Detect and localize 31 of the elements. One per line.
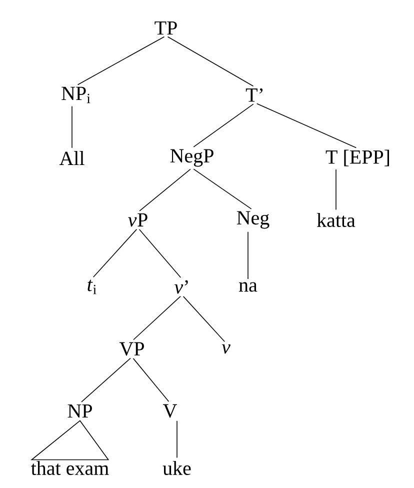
branch-line [167,36,254,87]
branch-line [81,358,131,402]
tree-label: NP [68,404,92,418]
branch-line [256,103,357,148]
branch-line [193,104,254,148]
branch-line [77,36,165,86]
tree-label: that exam [31,460,109,476]
tree-label: na [239,282,258,292]
tree-label: katta [316,212,356,228]
branch-line [132,358,170,402]
branch-line [176,420,178,458]
branch-line [138,228,182,278]
branch-line [193,168,252,210]
tree-label: uke [162,460,191,476]
branch-line [92,228,138,278]
tree-label: T [EPP] [326,150,389,166]
tree-label: Neg [236,211,270,229]
branch-line [133,296,181,340]
tree-label: v [222,344,230,354]
tree-label: V [163,404,177,418]
tree-label: TP [154,21,177,35]
tree-label: NP$_{i}$ [62,86,90,104]
tree-label: VP [119,342,144,356]
branch-line [139,168,191,212]
tree-label: All [59,151,84,165]
tree-label: t$_{i}$ [88,280,96,294]
tree-label: T’ [246,88,263,102]
tree-label: vP [128,213,148,227]
tree-label: v’ [174,280,188,294]
tree-label: NegP [170,149,214,167]
branch-line [182,296,226,342]
